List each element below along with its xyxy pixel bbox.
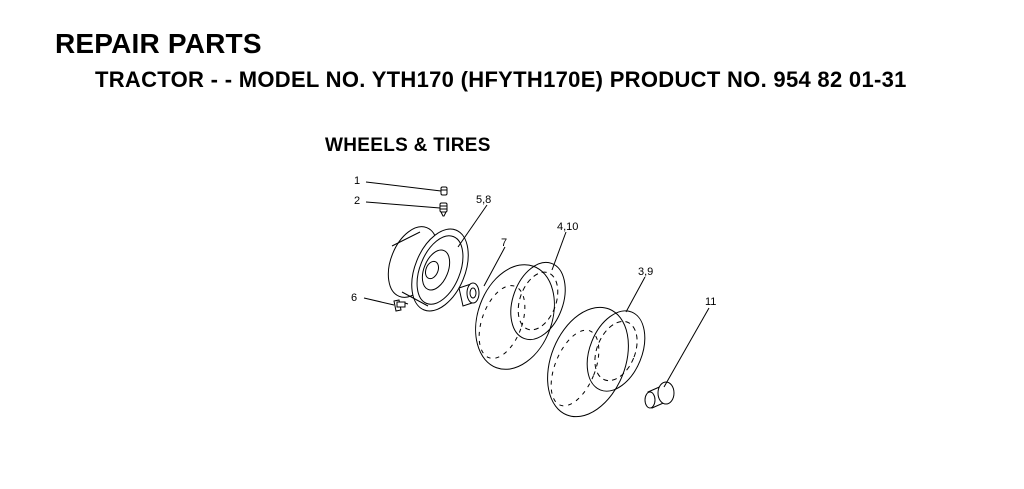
part-valve-cap[interactable] bbox=[440, 186, 448, 196]
part-rear-tire[interactable] bbox=[532, 295, 655, 428]
page-title: REPAIR PARTS bbox=[55, 28, 262, 59]
callout-5-8: 5,8 bbox=[476, 194, 491, 206]
part-valve-stem[interactable] bbox=[439, 202, 448, 217]
callout-4-10: 4,10 bbox=[557, 221, 578, 233]
callout-11: 11 bbox=[705, 296, 716, 308]
part-rear-bushing[interactable] bbox=[644, 381, 675, 409]
page-subtitle: TRACTOR - - MODEL NO. YTH170 (HFYTH170E)… bbox=[95, 67, 907, 92]
part-bushing[interactable] bbox=[458, 282, 480, 307]
leader-lines bbox=[363, 181, 710, 388]
part-bolt[interactable] bbox=[393, 299, 409, 312]
callout-7: 7 bbox=[501, 237, 507, 249]
callout-1: 1 bbox=[354, 175, 360, 187]
part-front-tire[interactable] bbox=[462, 254, 575, 381]
callout-2: 2 bbox=[354, 195, 360, 207]
part-wheel-rim[interactable] bbox=[379, 219, 480, 319]
callout-3-9: 3,9 bbox=[638, 266, 653, 278]
section-title: WHEELS & TIRES bbox=[325, 135, 491, 156]
callout-6: 6 bbox=[351, 292, 357, 304]
